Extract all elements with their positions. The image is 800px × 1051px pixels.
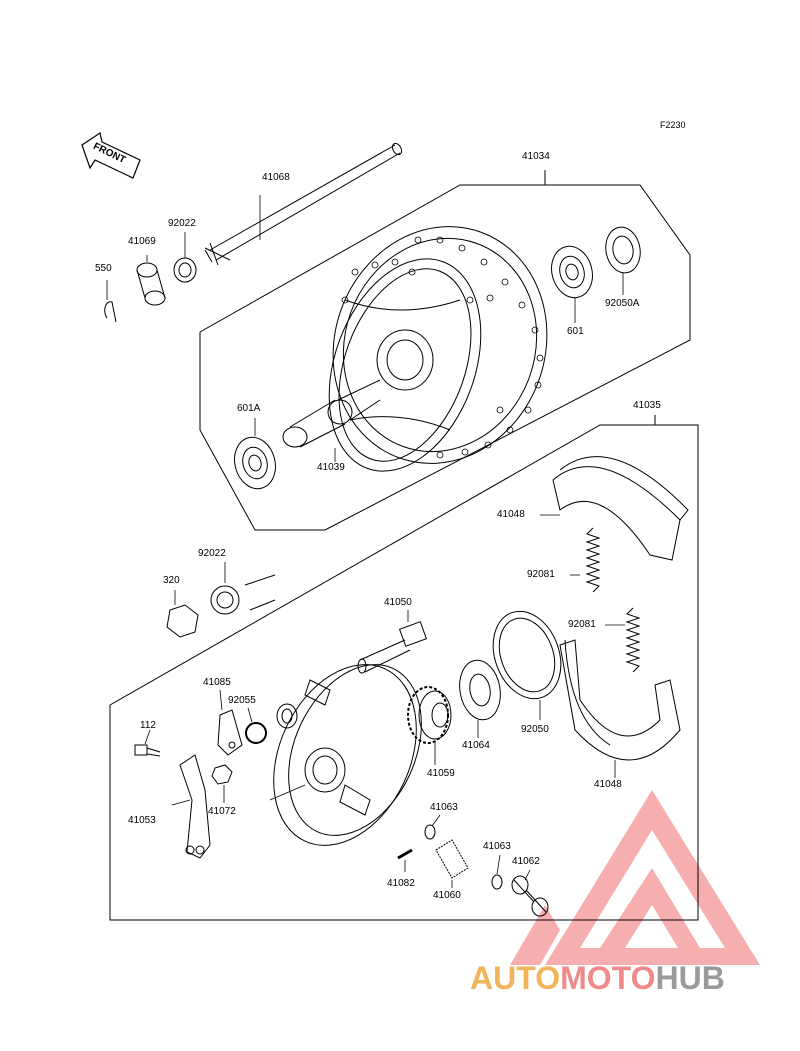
hub-group-outline [199, 184, 691, 531]
part-label-41063-b: 41063 [483, 841, 511, 852]
part-label-92055: 92055 [228, 695, 256, 706]
brake-shoe-bottom [559, 639, 681, 778]
part-label-41053: 41053 [128, 815, 156, 826]
bolt-112 [134, 729, 161, 757]
axle-shaft [204, 142, 403, 266]
brake-panel [269, 664, 422, 846]
part-label-41048-bottom: 41048 [594, 779, 622, 790]
part-label-41069: 41069 [128, 236, 156, 247]
bearing-601 [551, 245, 593, 323]
part-label-112: 112 [140, 720, 156, 731]
watermark-auto: AUTO [470, 960, 561, 996]
seal-top [173, 232, 197, 283]
brake-shoe-top [540, 456, 689, 561]
part-label-92022-top: 92022 [168, 218, 196, 229]
watermark-logo-icon [510, 790, 760, 965]
nut-41072 [211, 764, 233, 803]
part-label-41039: 41039 [317, 462, 345, 473]
part-label-41068: 41068 [262, 172, 290, 183]
bushing-41062 [511, 869, 549, 917]
wheel-hub [328, 226, 548, 472]
part-label-601a: 601A [237, 403, 261, 414]
brake-lever [171, 754, 211, 859]
seal-mid [210, 562, 276, 615]
part-label-92081-a: 92081 [527, 569, 555, 580]
brake-camshaft [357, 610, 428, 674]
seal-92050a [605, 226, 641, 295]
part-label-92022-mid: 92022 [198, 548, 226, 559]
part-label-41050: 41050 [384, 597, 412, 608]
pin-41082 [397, 848, 413, 872]
part-label-92050a: 92050A [605, 298, 640, 309]
wear-indicator [217, 689, 243, 756]
part-label-41035: 41035 [633, 400, 661, 411]
part-label-41064: 41064 [462, 740, 490, 751]
cotter-pin [104, 280, 117, 323]
seal-92050 [492, 610, 562, 720]
collar-part [136, 255, 166, 306]
part-label-320: 320 [163, 575, 180, 586]
bearing-601a [234, 418, 276, 490]
front-arrow-icon [81, 132, 141, 179]
part-label-92050: 92050 [521, 724, 549, 735]
spring-upper [570, 527, 601, 593]
gear-retainer [459, 659, 501, 738]
part-label-41034: 41034 [522, 151, 550, 162]
part-label-41048-top: 41048 [497, 509, 525, 520]
part-label-550: 550 [95, 263, 112, 274]
washer-41063-a [424, 814, 441, 840]
figure-code: F2230 [660, 120, 686, 130]
o-ring [245, 707, 267, 744]
spacer-41039 [282, 379, 381, 462]
part-label-601: 601 [567, 326, 584, 337]
brake-group-outline [109, 424, 699, 921]
washer-41063-b [491, 854, 503, 890]
watermark-brand: AUTOMOTOHUB [470, 960, 800, 1010]
part-label-41059: 41059 [427, 768, 455, 779]
part-label-41062: 41062 [512, 856, 540, 867]
speedometer-gear [407, 686, 452, 765]
watermark-hub: HUB [655, 960, 725, 996]
part-label-41063-a: 41063 [430, 802, 458, 813]
part-label-41060: 41060 [433, 890, 461, 901]
spring-lower [605, 607, 641, 673]
speedometer-pinion [435, 839, 469, 888]
part-label-41072: 41072 [208, 806, 236, 817]
part-label-41085: 41085 [203, 677, 231, 688]
axle-nut [166, 590, 199, 638]
watermark-moto: MOTO [560, 960, 656, 996]
part-label-92081-b: 92081 [568, 619, 596, 630]
part-label-41082: 41082 [387, 878, 415, 889]
